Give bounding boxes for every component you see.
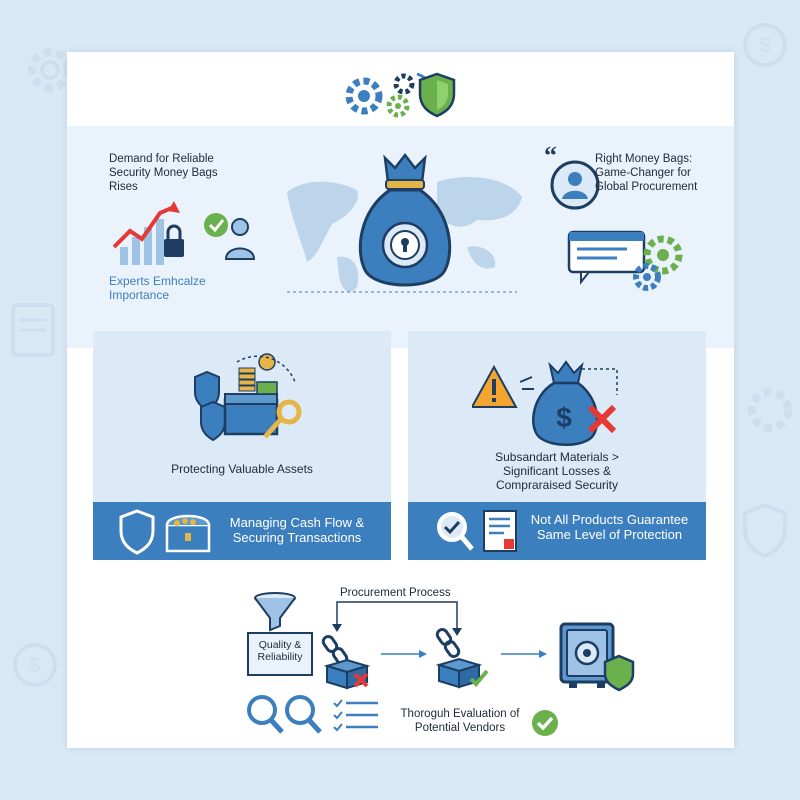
rising-chart-lock-icon xyxy=(112,201,256,265)
svg-text:$: $ xyxy=(556,402,572,433)
cash-flow-text: Managing Cash Flow & Securing Transactio… xyxy=(229,515,365,545)
funnel-icon xyxy=(254,592,296,632)
flow-arrow-2 xyxy=(501,650,547,658)
chain-box-check-icon xyxy=(435,628,489,689)
demand-text: Demand for Reliable Security Money Bags … xyxy=(109,153,218,193)
shield-chest-icon xyxy=(119,509,211,555)
world-map-icon xyxy=(287,177,522,293)
warning-bag-cross-icon: $ xyxy=(472,360,618,446)
svg-text:“: “ xyxy=(544,142,557,170)
background-document-icon xyxy=(11,303,55,357)
flow-arrow-1 xyxy=(381,650,427,658)
evaluation-text: Thoroguh Evaluation of Potential Vendors xyxy=(400,708,520,734)
background-coin-icon: $ xyxy=(743,23,787,67)
money-bag-lock-icon xyxy=(358,152,452,287)
experts-text: Experts Emhcalze Importance xyxy=(109,274,206,302)
quote-person-icon: “ xyxy=(544,142,600,210)
green-check-icon xyxy=(532,710,558,736)
magnifiers-icon xyxy=(247,695,322,734)
game-changer-text: Right Money Bags: Game-Changer for Globa… xyxy=(595,153,698,193)
chat-gear-icon xyxy=(567,230,683,291)
background-shield-icon xyxy=(743,502,787,559)
broken-chain-box-icon xyxy=(321,635,371,690)
background-gear-icon-2 xyxy=(748,388,792,432)
procurement-title: Procurement Process xyxy=(340,587,451,599)
procurement-flow-lines xyxy=(332,601,462,636)
substandard-caption: Subsandart Materials > Significant Losse… xyxy=(495,450,619,492)
svg-text:$: $ xyxy=(29,655,40,677)
quality-label: Quality & Reliability xyxy=(257,639,303,663)
svg-text:$: $ xyxy=(759,35,770,57)
not-all-products-text: Not All Products Guarantee Same Level of… xyxy=(530,512,689,542)
magnifier-report-icon xyxy=(437,510,517,552)
protecting-assets-caption: Protecting Valuable Assets xyxy=(171,462,313,476)
safe-shield-icon xyxy=(559,622,635,692)
treasure-assets-icon xyxy=(194,353,302,442)
background-coin-icon-2: $ xyxy=(13,643,57,687)
infographic-card: Demand for Reliable Security Money Bags … xyxy=(67,52,734,748)
gears-shield-icon xyxy=(345,72,456,118)
checklist-icon xyxy=(333,699,378,732)
quality-box xyxy=(247,632,313,676)
